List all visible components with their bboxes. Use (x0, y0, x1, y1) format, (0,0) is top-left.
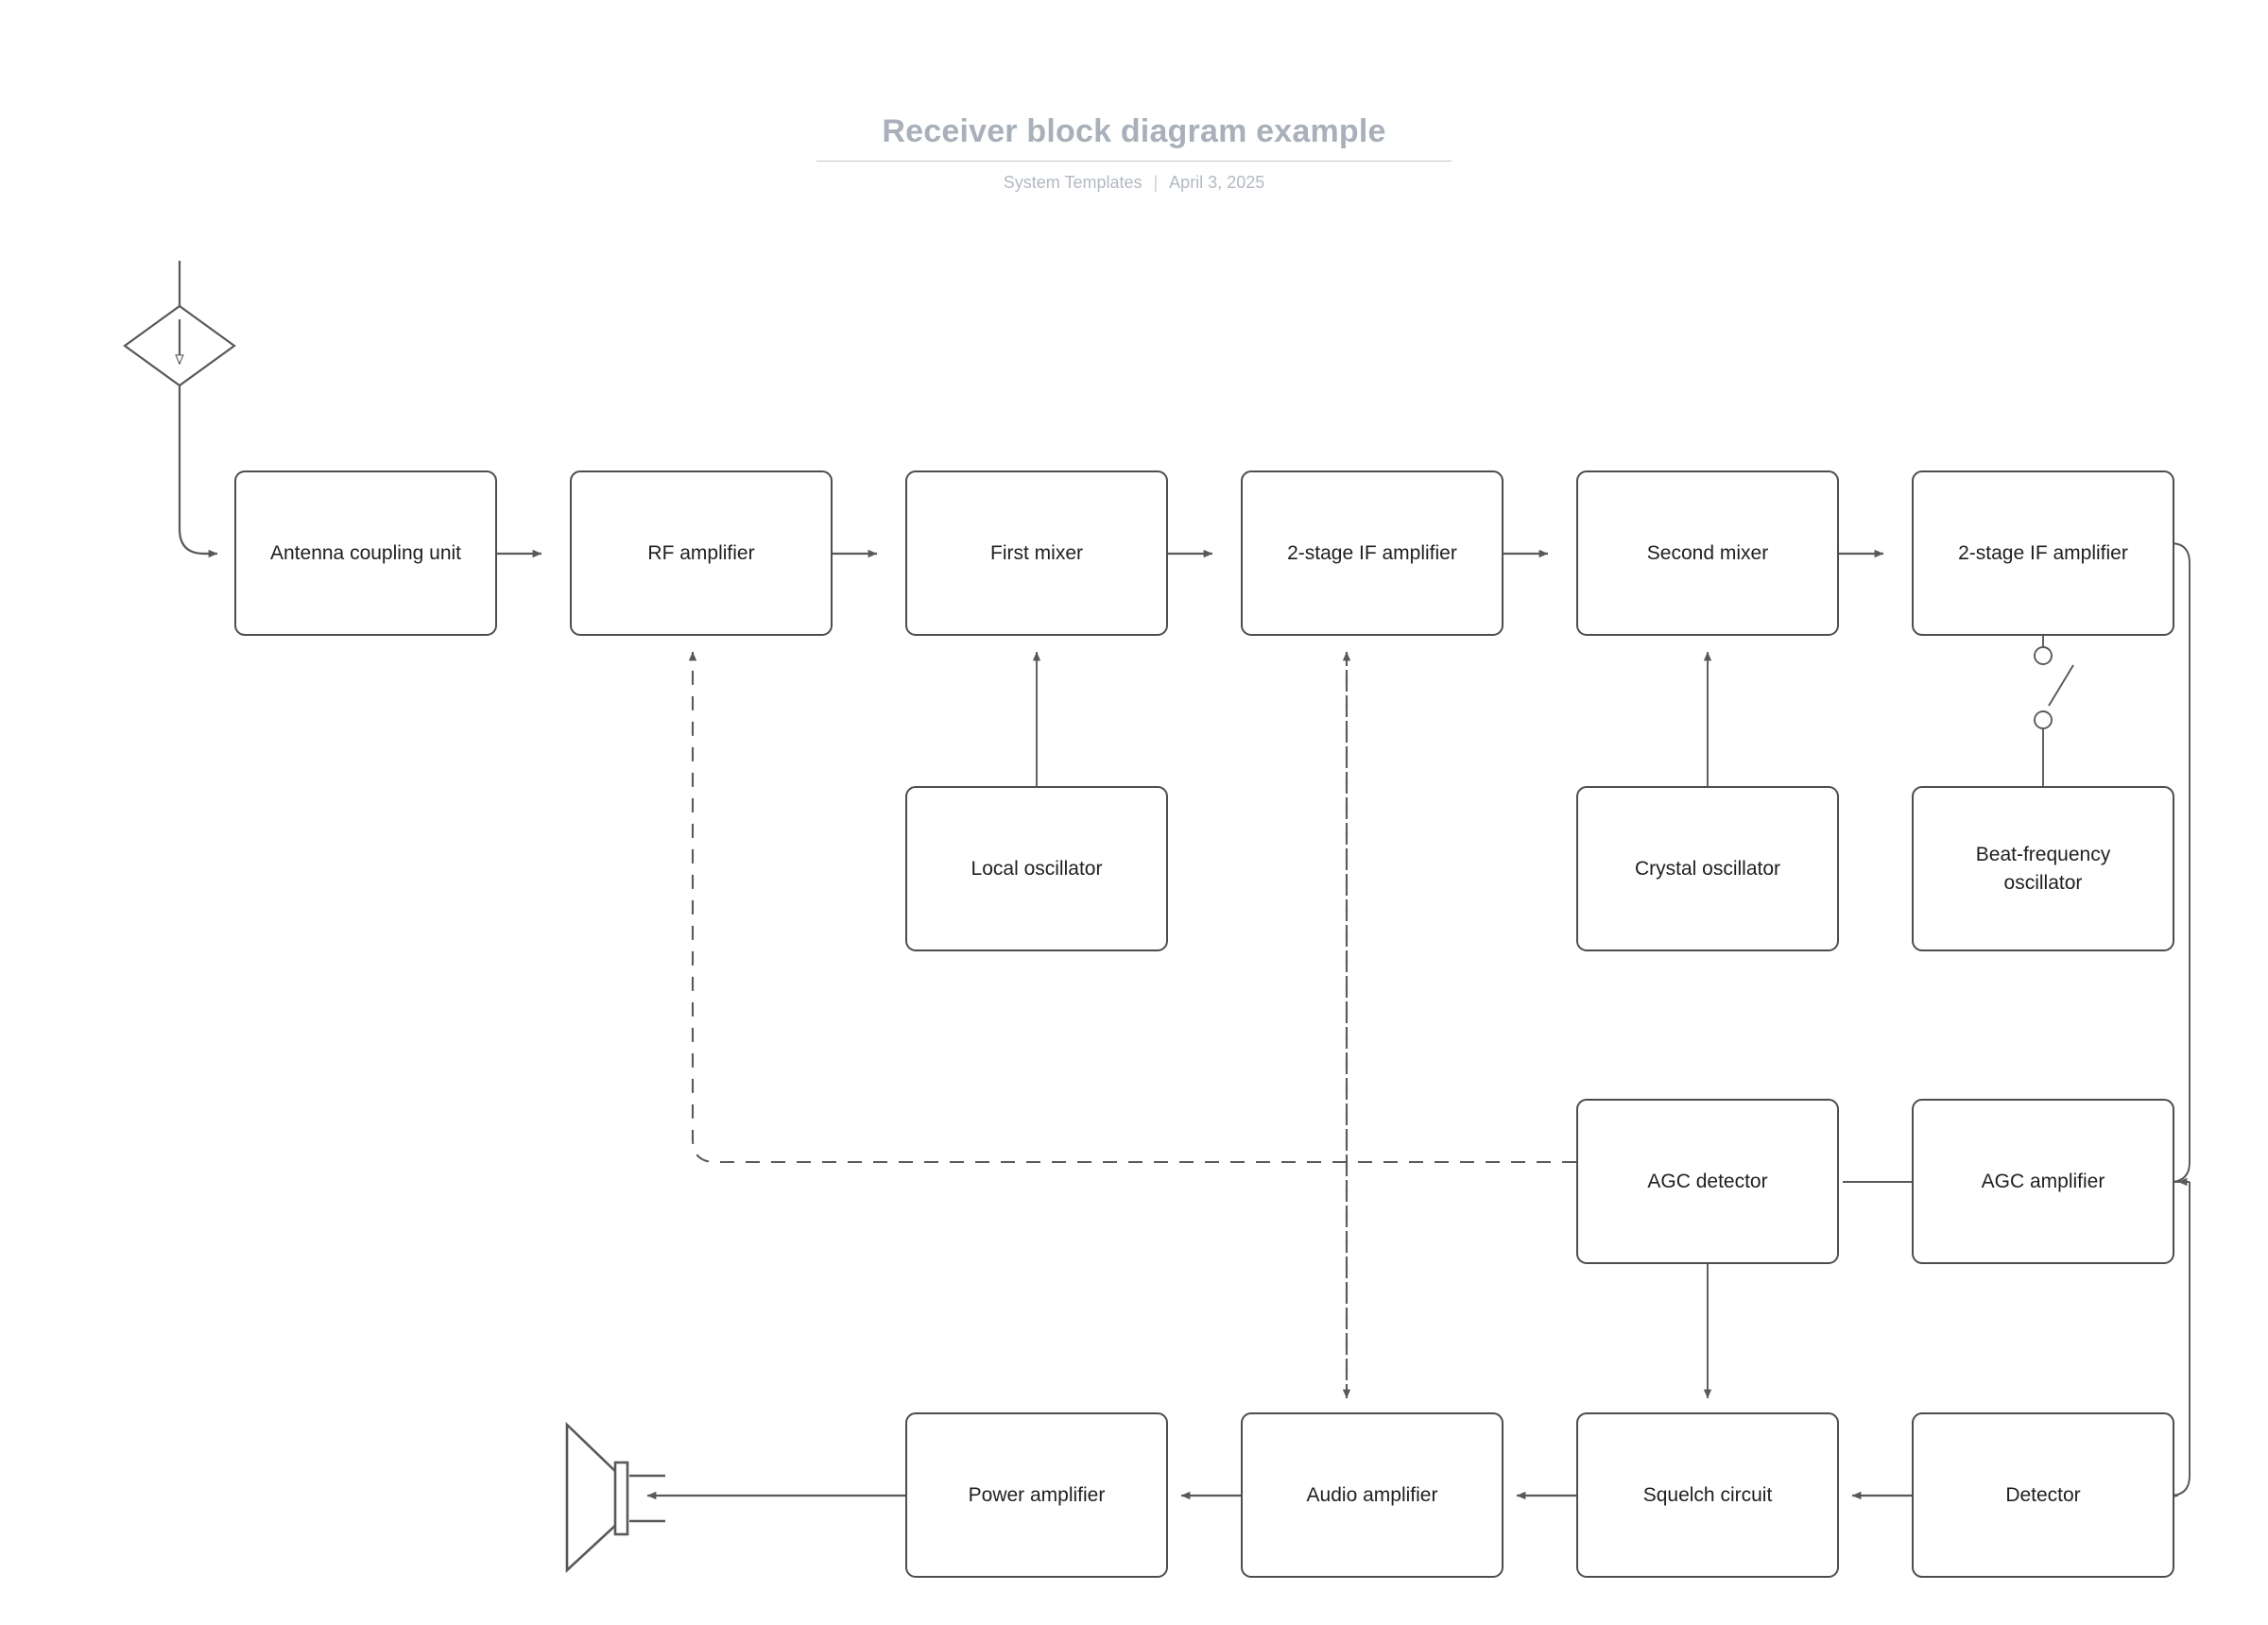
block-label: Local oscillator (971, 857, 1103, 880)
block-first-mixer[interactable]: First mixer (905, 470, 1168, 636)
block-label: Squelch circuit (1642, 1483, 1773, 1506)
document-subtitle: System Templates | April 3, 2025 (0, 172, 2268, 193)
antenna-symbol (123, 261, 236, 558)
document-header: Receiver block diagram example System Te… (0, 111, 2268, 193)
block-label: Antenna coupling unit (270, 541, 461, 564)
block-label: RF amplifier (647, 541, 755, 564)
subtitle-date: April 3, 2025 (1169, 173, 1265, 192)
block-power-amplifier[interactable]: Power amplifier (905, 1412, 1168, 1578)
block-label: Beat-frequency oscillator (1975, 843, 2111, 894)
block-label: First mixer (990, 541, 1083, 564)
block-second-mixer[interactable]: Second mixer (1576, 470, 1839, 636)
block-label: 2-stage IF amplifier (1287, 541, 1457, 564)
edge-bfo-to-if2-via-switch (2034, 636, 2074, 786)
block-label: Second mixer (1646, 541, 1769, 564)
block-rf-amplifier[interactable]: RF amplifier (570, 470, 833, 636)
subtitle-separator: | (1153, 173, 1159, 192)
block-audio-amplifier[interactable]: Audio amplifier (1241, 1412, 1503, 1578)
block-detector[interactable]: Detector (1912, 1412, 2174, 1578)
block-agc-detector[interactable]: AGC detector (1576, 1099, 1839, 1264)
block-local-oscillator[interactable]: Local oscillator (905, 786, 1168, 951)
block-if-amplifier-2[interactable]: 2-stage IF amplifier (1912, 470, 2174, 636)
title-divider (816, 161, 1452, 162)
block-label: AGC amplifier (1981, 1170, 2105, 1192)
page-title: Receiver block diagram example (882, 113, 1386, 149)
block-beat-frequency-oscillator[interactable]: Beat-frequency oscillator (1912, 786, 2174, 951)
block-squelch-circuit[interactable]: Squelch circuit (1576, 1412, 1839, 1578)
block-label: AGC detector (1647, 1170, 1768, 1192)
block-label: Crystal oscillator (1634, 857, 1781, 880)
block-antenna-coupling-unit[interactable]: Antenna coupling unit (234, 470, 497, 636)
loudspeaker-symbol (565, 1421, 665, 1573)
block-label: Power amplifier (968, 1483, 1106, 1506)
block-label: Detector (2005, 1483, 2081, 1506)
block-label: Audio amplifier (1306, 1483, 1438, 1506)
block-agc-amplifier[interactable]: AGC amplifier (1912, 1099, 2174, 1264)
subtitle-source: System Templates (1003, 173, 1143, 192)
block-if-amplifier-1[interactable]: 2-stage IF amplifier (1241, 470, 1503, 636)
block-crystal-oscillator[interactable]: Crystal oscillator (1576, 786, 1839, 951)
block-label: 2-stage IF amplifier (1958, 541, 2128, 564)
